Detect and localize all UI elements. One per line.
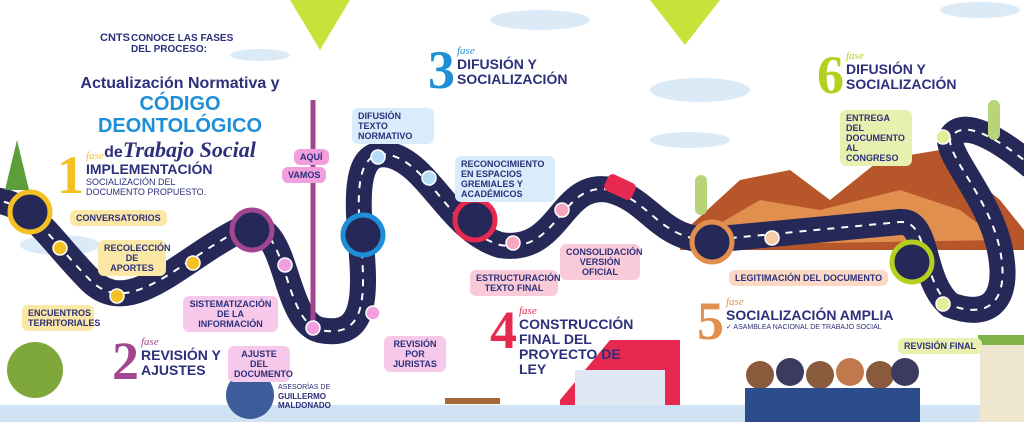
milestone-revision-final: REVISIÓN FINAL xyxy=(898,338,983,354)
milestone-legitimacion: LEGITIMACIÓN DEL DOCUMENTO xyxy=(729,270,889,286)
phase-number: 2 xyxy=(112,331,139,391)
phase-fase: fase xyxy=(726,296,744,308)
colonial-house-icon xyxy=(980,340,1024,422)
title-line2: CÓDIGO DEONTOLÓGICO xyxy=(97,93,263,137)
phase-subtitle: ✓ ASAMBLEA NACIONAL DE TRABAJO SOCIAL xyxy=(726,324,882,331)
network-icon xyxy=(689,219,735,265)
phase-subtitle: SOCIALIZACIÓN DEL DOCUMENTO PROPUESTO. xyxy=(86,177,207,197)
intro-text: CONOCE LAS FASES DEL PROCESO: xyxy=(131,33,233,55)
title-line1: Actualización Normativa y xyxy=(80,75,280,92)
title-line3: deTrabajo Social xyxy=(60,137,300,163)
tree-icon xyxy=(5,140,29,190)
phase-icons xyxy=(7,189,935,285)
check-marks xyxy=(52,129,951,336)
cactus-icon xyxy=(988,100,1000,140)
milestone-conversatorios: CONVERSATORIOS xyxy=(70,210,167,226)
credit: ASESORÍAS DE GUILLERMO MALDONADO xyxy=(278,383,331,410)
phase-fase: fase xyxy=(846,50,864,62)
milestone-ajuste: AJUSTE DEL DOCUMENTO xyxy=(228,346,293,382)
credit-name: GUILLERMO xyxy=(278,392,326,401)
phase-title: IMPLEMENTACIÓN xyxy=(86,161,213,177)
credit-name: MALDONADO xyxy=(278,401,331,410)
phase-number: 4 xyxy=(490,300,517,360)
milestone-revision-juristas: REVISIÓN POR JURISTAS xyxy=(384,336,446,372)
handshake-icon xyxy=(889,239,935,285)
phase-title: DIFUSIÓN Y SOCIALIZACIÓN xyxy=(846,61,957,92)
signpost-vamos: VAMOS xyxy=(282,167,327,183)
book-search-icon xyxy=(229,207,275,253)
milestone-entrega: ENTREGA DEL DOCUMENTO AL CONGRESO xyxy=(840,110,912,166)
avatar xyxy=(226,371,274,419)
milestone-sistematizacion: SISTEMATIZACIÓN DE LA INFORMACIÓN xyxy=(183,296,278,332)
page-title: Actualización Normativa y CÓDIGO DEONTOL… xyxy=(60,75,300,163)
phase-fase: fase xyxy=(86,150,104,162)
phase-number: 6 xyxy=(817,45,844,105)
phase-fase: fase xyxy=(519,305,537,317)
tree-icon xyxy=(7,342,63,398)
title-trabajo-social: Trabajo Social xyxy=(122,137,256,162)
credit-line: ASESORÍAS DE xyxy=(278,384,331,391)
intro-line: DEL PROCESO: xyxy=(131,44,207,55)
milestone-difusion-texto: DIFUSIÓN TEXTO NORMATIVO xyxy=(352,108,434,144)
milestone-encuentros: ENCUENTROS TERRITORIALES xyxy=(22,305,100,331)
phase-fase: fase xyxy=(141,336,159,348)
phase-title: CONSTRUCCIÓN FINAL DEL PROYECTO DE LEY xyxy=(519,316,634,377)
phase-title: REVISIÓN Y AJUSTES xyxy=(141,347,221,378)
pencil-icon xyxy=(7,189,53,235)
phase-number: 1 xyxy=(57,145,84,205)
box-idea-icon xyxy=(452,197,498,243)
phase-title: SOCIALIZACIÓN AMPLIA xyxy=(726,307,894,323)
phase-fase: fase xyxy=(457,45,475,57)
palm-leaves-icon xyxy=(290,0,350,50)
cnts-logo: CNTS xyxy=(100,32,130,44)
phase-number: 3 xyxy=(428,40,455,100)
crowd-illustration xyxy=(745,358,920,422)
title-de: de xyxy=(104,144,123,161)
palm-leaves-icon xyxy=(650,0,720,45)
bench-icon xyxy=(445,398,500,404)
cactus-icon xyxy=(695,175,707,215)
milestone-consolidacion: CONSOLIDACIÓN VERSIÓN OFICIAL xyxy=(560,244,643,280)
megaphone-icon xyxy=(340,212,386,258)
intro-line: CONOCE LAS FASES xyxy=(131,33,234,44)
milestone-estructuracion: ESTRUCTURACIÓN TEXTO FINAL xyxy=(470,270,561,296)
signpost-aqui: AQUÍ xyxy=(294,149,329,165)
milestone-recoleccion: RECOLECCIÓN DE APORTES xyxy=(98,240,171,276)
phase-number: 5 xyxy=(697,291,724,351)
car-icon xyxy=(604,174,636,200)
milestone-reconocimiento: RECONOCIMIENTO EN ESPACIOS GREMIALES Y A… xyxy=(455,156,555,202)
phase-title: DIFUSIÓN Y SOCIALIZACIÓN xyxy=(457,56,568,87)
